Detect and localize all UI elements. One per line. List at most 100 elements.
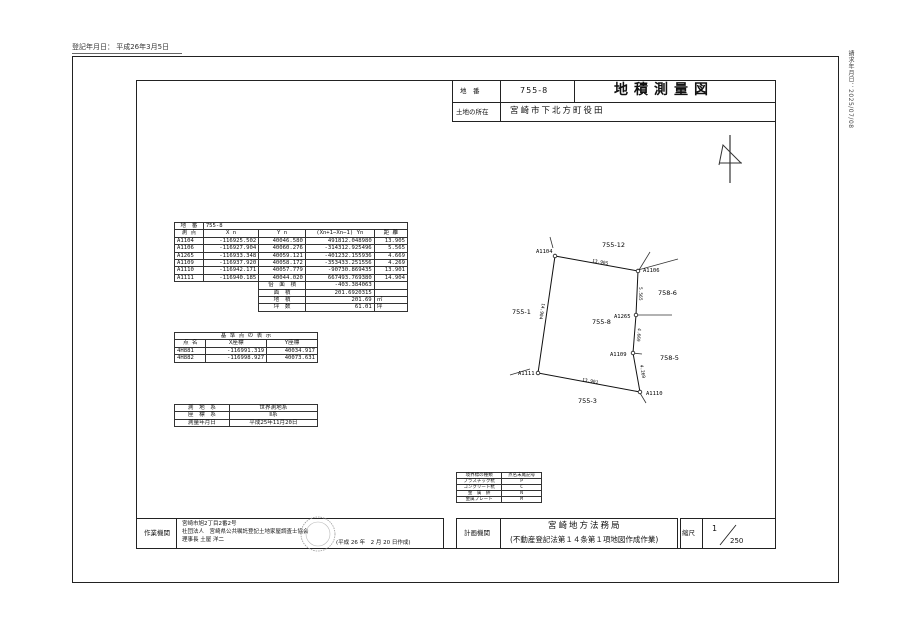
- coordinate-table: 地 番 755-8 測 点 X n Y n (Xn+1−Xn−1) Yn 距 離…: [174, 221, 409, 312]
- coord-header: X n: [202, 229, 260, 238]
- cell: 金属プレート: [455, 496, 503, 503]
- cell: 40034.917: [266, 346, 318, 356]
- cell: 40058.172: [258, 259, 306, 268]
- cell: -314312.925496: [304, 244, 375, 253]
- marker-legend: 境界標の種類 点名末尾記号 プラスチック杭 P コンクリート杭 C 金 属 鋲 …: [455, 472, 542, 503]
- scale-slash-icon: [719, 524, 737, 546]
- point-label: A1106: [643, 268, 660, 274]
- point-marker: [552, 253, 558, 259]
- lot-value: 755-8: [520, 86, 549, 95]
- summary-value: 61.01: [304, 303, 375, 312]
- survey-system-table: 測 地 系 世界測地系 座 標 系 Ⅱ系 測量年月日 平成25年11月20日: [174, 403, 319, 428]
- table-row: A1111 -116940.185 40044.020 667493.76938…: [174, 273, 409, 283]
- point-label: A1265: [614, 314, 631, 320]
- maker-divider: [176, 518, 177, 549]
- summary-label: 坪 数: [258, 303, 306, 312]
- cell: 491812.048980: [304, 236, 375, 246]
- cell: 40044.020: [258, 273, 306, 283]
- cell: Ⅱ系: [228, 411, 319, 420]
- table-row: A1109 -116937.920 40058.172 -353433.2515…: [174, 259, 409, 268]
- cell: 測 地 系: [174, 403, 230, 413]
- cell: 14.904: [373, 273, 409, 283]
- summary-row: 面 積 201.6920315: [175, 288, 409, 298]
- distance-label: 13.905: [592, 258, 609, 267]
- ref-header: 点 名: [173, 339, 207, 348]
- cell: プラスチック杭: [455, 478, 503, 485]
- coord-header: (Xn+1−Xn−1) Yn: [304, 229, 375, 238]
- summary-label: 面 積: [258, 288, 306, 298]
- table-row: 測 地 系 世界測地系: [174, 403, 319, 413]
- distance-label: 14.904: [537, 303, 546, 320]
- summary-unit: ㎡: [373, 296, 409, 305]
- location-label: 土地の所在: [456, 108, 489, 116]
- summary-value: -403.384063: [304, 281, 375, 290]
- boundary-stub: [509, 368, 531, 376]
- table-row: A1106 -116927.904 40060.276 -314312.9254…: [174, 244, 409, 253]
- north-arrow-icon: [718, 135, 742, 183]
- cell: 40057.779: [258, 266, 306, 275]
- cell: 座 標 系: [174, 411, 230, 420]
- parcel-boundary: [537, 255, 641, 393]
- table-row: 測量年月日 平成25年11月20日: [174, 418, 319, 428]
- scale-label: 縮尺: [682, 529, 695, 537]
- table-row: A1104 -116925.502 40046.580 491812.04898…: [174, 236, 409, 246]
- table-row: A1110 -116942.171 40057.779 -90730.86943…: [174, 266, 409, 275]
- seal-stamp-icon: [300, 516, 336, 552]
- ref-header: X座標: [205, 339, 268, 348]
- summary-value: 201.69: [304, 296, 375, 305]
- title-block-hline: [452, 102, 776, 103]
- coord-lot-label: 地 番: [174, 221, 204, 231]
- cell: A1111: [174, 273, 204, 283]
- cell: A1110: [174, 266, 204, 275]
- parcel-plot: A1104 A1106 A1265 A1109 A1110 A1111 755-…: [509, 236, 679, 405]
- table-row: 4H882 -116998.927 40073.631: [173, 354, 318, 363]
- scale-numerator: 1: [712, 524, 718, 533]
- cell: 40046.580: [258, 236, 306, 246]
- maker-address: 宮崎市旭2丁目2番2号: [182, 521, 237, 527]
- cell: -116991.319: [205, 346, 268, 356]
- cell: 13.901: [373, 266, 409, 275]
- scale-divider: [702, 518, 703, 549]
- summary-value: 201.6920315: [304, 288, 375, 298]
- lot-label: 地 番: [460, 87, 480, 95]
- coord-header: 距 離: [373, 229, 409, 238]
- cell: -116940.185: [202, 273, 260, 283]
- table-row: 座 標 系 Ⅱ系: [174, 411, 319, 420]
- table-row: 4H881 -116991.319 40034.917: [173, 346, 318, 356]
- distance-label: 4.269: [638, 364, 646, 379]
- point-marker: [630, 350, 636, 356]
- maker-label: 作業機関: [144, 529, 170, 537]
- cell: 4H881: [173, 346, 207, 356]
- coord-lot-value: 755-8: [202, 221, 409, 231]
- point-label: A1111: [518, 371, 535, 377]
- table-row: A1265 -116933.348 40059.121 -401232.1559…: [174, 251, 409, 261]
- point-marker: [635, 268, 641, 274]
- parcel-label: 755-8: [592, 318, 611, 326]
- point-label: A1110: [646, 391, 663, 397]
- plan-box: [456, 518, 678, 549]
- summary-label: 地 積: [258, 296, 306, 305]
- summary-unit: [373, 281, 409, 290]
- summary-unit: 坪: [373, 303, 409, 312]
- summary-label: 倍 面 積: [258, 281, 306, 290]
- cell: A1104: [174, 236, 204, 246]
- cell: M: [501, 496, 542, 503]
- maker-organization: 社団法人 宮崎県公共嘱託登記土地家屋調査士協会: [182, 529, 309, 535]
- outer-frame: [72, 56, 839, 583]
- parcel-label: 755-1: [512, 308, 531, 316]
- point-marker: [637, 389, 643, 395]
- registration-date: 登記年月日： 平成26年3月5日: [72, 43, 170, 51]
- scale-box: [680, 518, 776, 549]
- cell: 測量年月日: [174, 418, 230, 428]
- table-row: 金属プレート M: [455, 496, 542, 503]
- parcel-label: 755-12: [602, 241, 625, 249]
- cell: 4.669: [373, 251, 409, 261]
- cell: 40059.121: [258, 251, 306, 261]
- cell: 5.565: [373, 244, 409, 253]
- summary-unit: [373, 288, 409, 298]
- point-label: A1104: [536, 249, 553, 255]
- distance-label: 5.565: [637, 287, 643, 301]
- side-stamp: 請求年月日：2025/07/08: [847, 50, 854, 129]
- parcel-label: 758-5: [660, 354, 679, 362]
- cell: 40060.276: [258, 244, 306, 253]
